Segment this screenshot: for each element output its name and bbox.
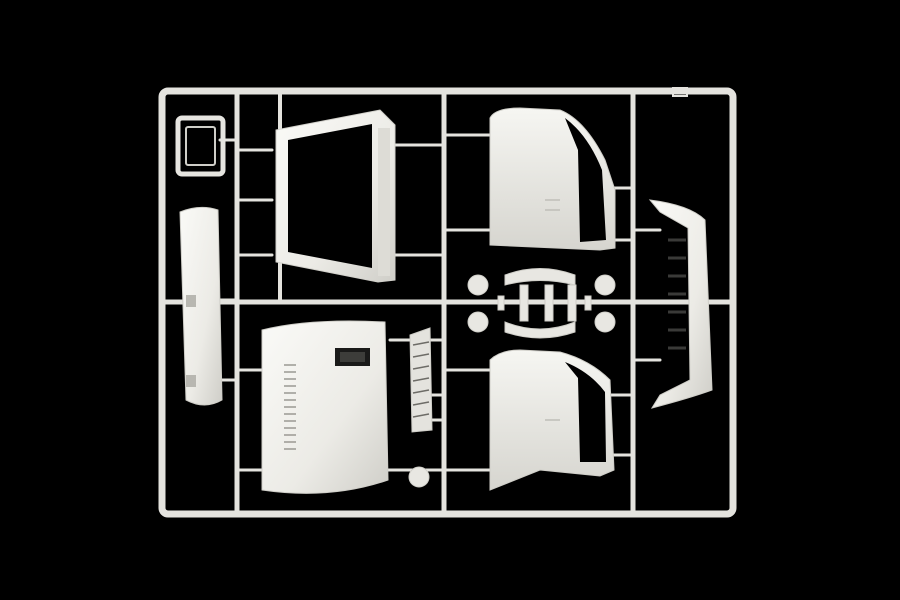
vent-grille-part bbox=[409, 327, 433, 433]
upper-door-part bbox=[489, 107, 616, 251]
hood-part bbox=[261, 320, 389, 494]
window-frame-part bbox=[275, 109, 396, 283]
front-grille-part bbox=[648, 199, 713, 409]
small-parts-cluster bbox=[467, 268, 616, 339]
bumper-part bbox=[179, 206, 223, 406]
small-frame-part bbox=[175, 115, 226, 177]
lower-door-part bbox=[489, 349, 615, 491]
round-mirror-part bbox=[408, 466, 430, 488]
